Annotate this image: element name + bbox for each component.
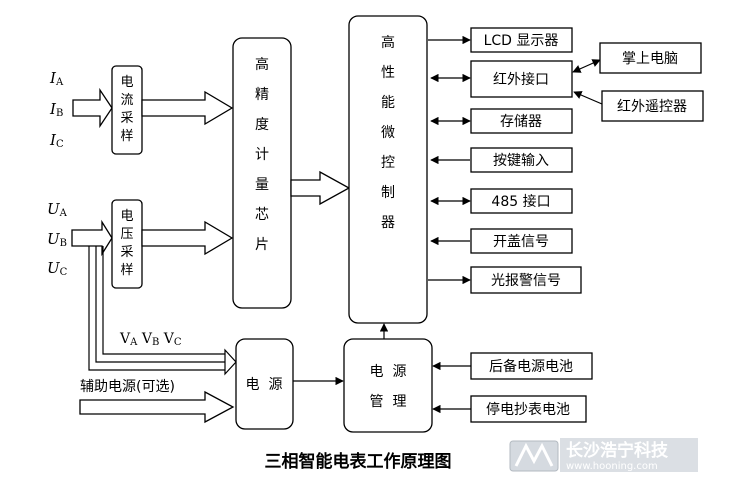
svg-text:电 源: 电 源 bbox=[370, 364, 407, 380]
peripheral-keys: 按键输入 bbox=[430, 147, 573, 173]
peripheral-ir-interface: 红外接口 bbox=[430, 60, 573, 98]
peripheral-memory: 存储器 bbox=[430, 108, 573, 134]
svg-text:光报警信号: 光报警信号 bbox=[491, 273, 561, 289]
svg-text:流: 流 bbox=[120, 93, 133, 108]
svg-text:片: 片 bbox=[255, 237, 269, 253]
svg-text:电: 电 bbox=[120, 209, 133, 224]
svg-text:485 接口: 485 接口 bbox=[491, 193, 550, 210]
svg-text:高: 高 bbox=[255, 56, 269, 73]
current-to-chip-arrow bbox=[141, 90, 234, 126]
svg-text:UC: UC bbox=[47, 259, 68, 278]
svg-text:性: 性 bbox=[381, 65, 395, 81]
mcu-label: 高 性 能 微 控 制 器 bbox=[381, 34, 395, 231]
svg-text:停电抄表电池: 停电抄表电池 bbox=[486, 401, 570, 418]
svg-text:计: 计 bbox=[255, 147, 269, 163]
svg-text:UB: UB bbox=[47, 230, 67, 249]
metering-chip-box bbox=[232, 37, 292, 309]
vabc-label: VA VB VC bbox=[119, 331, 182, 348]
svg-text:LCD 显示器: LCD 显示器 bbox=[484, 33, 559, 49]
aux-power-arrow bbox=[79, 390, 235, 424]
vabc-to-power-arrowhead bbox=[224, 348, 237, 376]
svg-text:能: 能 bbox=[381, 95, 395, 111]
svg-text:采: 采 bbox=[120, 111, 133, 126]
mcu-box bbox=[348, 15, 428, 324]
svg-text:管 理: 管 理 bbox=[370, 394, 407, 410]
svg-text:红外接口: 红外接口 bbox=[493, 71, 549, 88]
svg-text:存储器: 存储器 bbox=[500, 114, 542, 130]
reading-battery: 停电抄表电池 bbox=[432, 395, 587, 423]
svg-text:IC: IC bbox=[49, 131, 64, 150]
metering-chip-label: 高 精 度 计 量 芯 片 bbox=[255, 56, 269, 253]
power-mgmt-label: 电 源 管 理 bbox=[370, 364, 407, 410]
svg-text:长沙浩宁科技: 长沙浩宁科技 bbox=[566, 440, 669, 461]
svg-text:IB: IB bbox=[49, 100, 63, 119]
svg-text:压: 压 bbox=[120, 227, 133, 242]
voltage-input-arrow bbox=[71, 219, 113, 257]
svg-text:度: 度 bbox=[255, 117, 269, 133]
peripheral-lcd: LCD 显示器 bbox=[428, 27, 573, 53]
aux-power-label: 辅助电源(可选) bbox=[80, 379, 175, 395]
svg-text:高: 高 bbox=[381, 34, 395, 51]
svg-text:制: 制 bbox=[381, 185, 395, 201]
svg-text:IA: IA bbox=[49, 69, 64, 88]
watermark-logo: 长沙浩宁科技 www.hooning.com bbox=[509, 438, 698, 472]
svg-text:精: 精 bbox=[255, 87, 269, 103]
svg-text:采: 采 bbox=[120, 245, 133, 260]
svg-text:红外遥控器: 红外遥控器 bbox=[617, 99, 687, 115]
svg-text:电: 电 bbox=[120, 75, 133, 90]
svg-text:后备电源电池: 后备电源电池 bbox=[489, 358, 573, 375]
voltage-input-labels: UA UB UC bbox=[47, 200, 68, 278]
svg-text:样: 样 bbox=[120, 129, 133, 144]
svg-text:www.hooning.com: www.hooning.com bbox=[566, 461, 658, 472]
backup-battery: 后备电源电池 bbox=[432, 352, 593, 380]
diagram-title: 三相智能电表工作原理图 bbox=[265, 451, 452, 472]
power-label: 电 源 bbox=[246, 377, 283, 393]
voltage-sampling-label: 电 压 采 样 bbox=[120, 209, 133, 278]
current-sampling-label: 电 流 采 样 bbox=[120, 75, 133, 144]
current-input-arrow bbox=[72, 87, 113, 129]
power-box bbox=[235, 338, 294, 430]
peripheral-rs485: 485 接口 bbox=[430, 188, 573, 214]
chip-to-mcu-arrow bbox=[290, 170, 351, 206]
svg-text:掌上电脑: 掌上电脑 bbox=[622, 51, 678, 67]
voltage-branch-lines bbox=[88, 246, 225, 371]
svg-text:按键输入: 按键输入 bbox=[493, 153, 549, 169]
peripheral-light-alarm: 光报警信号 bbox=[428, 266, 582, 294]
power-mgmt-box bbox=[343, 338, 433, 433]
svg-text:微: 微 bbox=[381, 125, 395, 141]
svg-text:芯: 芯 bbox=[255, 207, 269, 223]
svg-text:量: 量 bbox=[255, 177, 269, 193]
current-input-labels: IA IB IC bbox=[49, 69, 64, 150]
svg-text:器: 器 bbox=[381, 215, 395, 231]
external-pc: 掌上电脑 bbox=[572, 42, 702, 74]
external-ir-remote: 红外遥控器 bbox=[573, 90, 704, 122]
svg-text:控: 控 bbox=[381, 155, 395, 171]
peripheral-cover-open: 开盖信号 bbox=[430, 228, 573, 254]
svg-text:开盖信号: 开盖信号 bbox=[493, 234, 549, 250]
svg-text:UA: UA bbox=[47, 200, 68, 219]
svg-text:样: 样 bbox=[120, 263, 133, 278]
voltage-to-chip-arrow bbox=[141, 220, 234, 256]
